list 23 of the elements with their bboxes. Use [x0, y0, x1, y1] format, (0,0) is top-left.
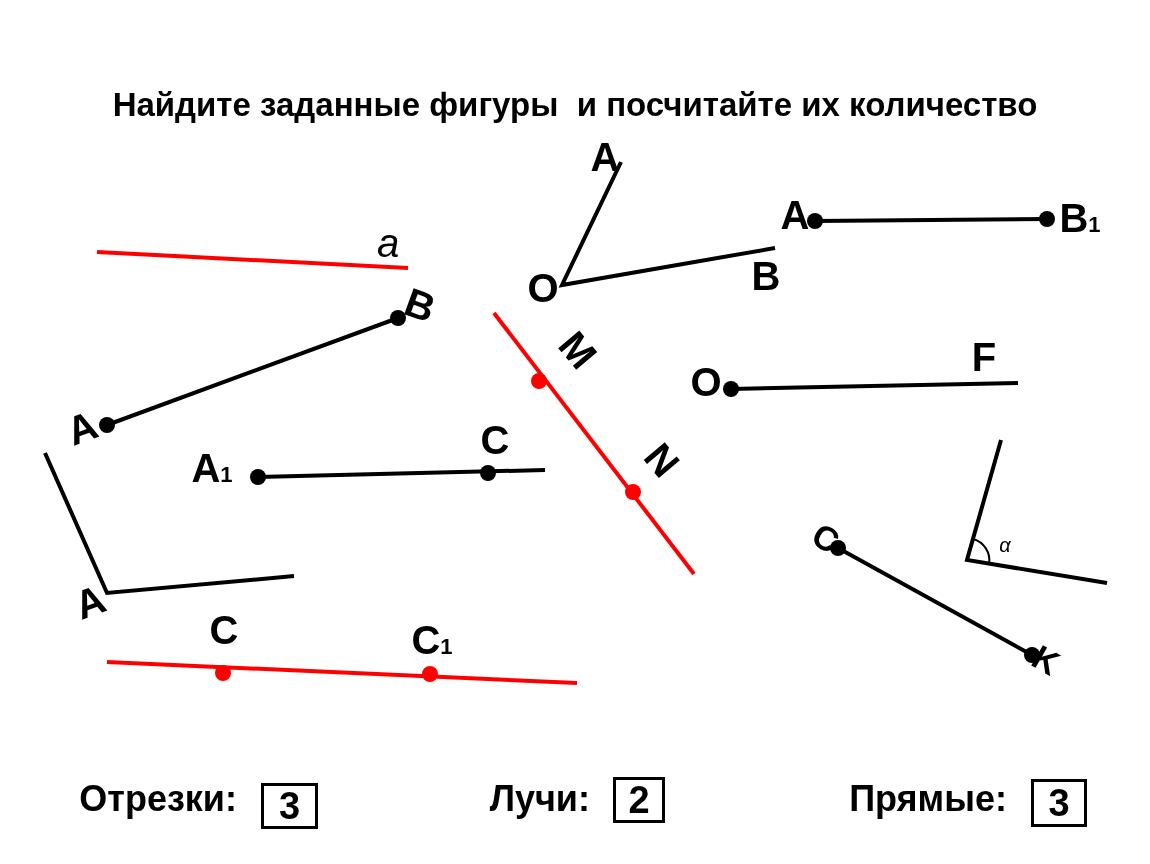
category-label: Лучи:	[489, 778, 590, 820]
point-label: a	[376, 223, 400, 263]
point-label: C	[806, 517, 846, 559]
point-label: O	[527, 268, 559, 308]
point-label: A	[590, 137, 620, 177]
point-label: C	[209, 610, 239, 650]
point-label: A	[61, 404, 103, 452]
point-label: M	[551, 324, 605, 376]
point-label: A	[780, 195, 810, 235]
point-label: C	[480, 420, 510, 460]
point-label: A	[69, 578, 111, 626]
point-label: O	[690, 362, 722, 402]
point-label: F	[971, 337, 997, 377]
answer-box: 3	[1031, 779, 1087, 827]
category-label: Отрезки:	[79, 778, 237, 820]
category-label: Прямые:	[849, 778, 1007, 820]
point-label: B	[399, 281, 441, 329]
answer-box: 2	[613, 777, 665, 823]
point-label: α	[999, 535, 1011, 555]
point-label: N	[637, 436, 687, 484]
point-label: B	[751, 256, 781, 296]
answer-box: 3	[261, 783, 318, 829]
title: Найдите заданные фигуры и посчитайте их количество	[111, 86, 1039, 124]
